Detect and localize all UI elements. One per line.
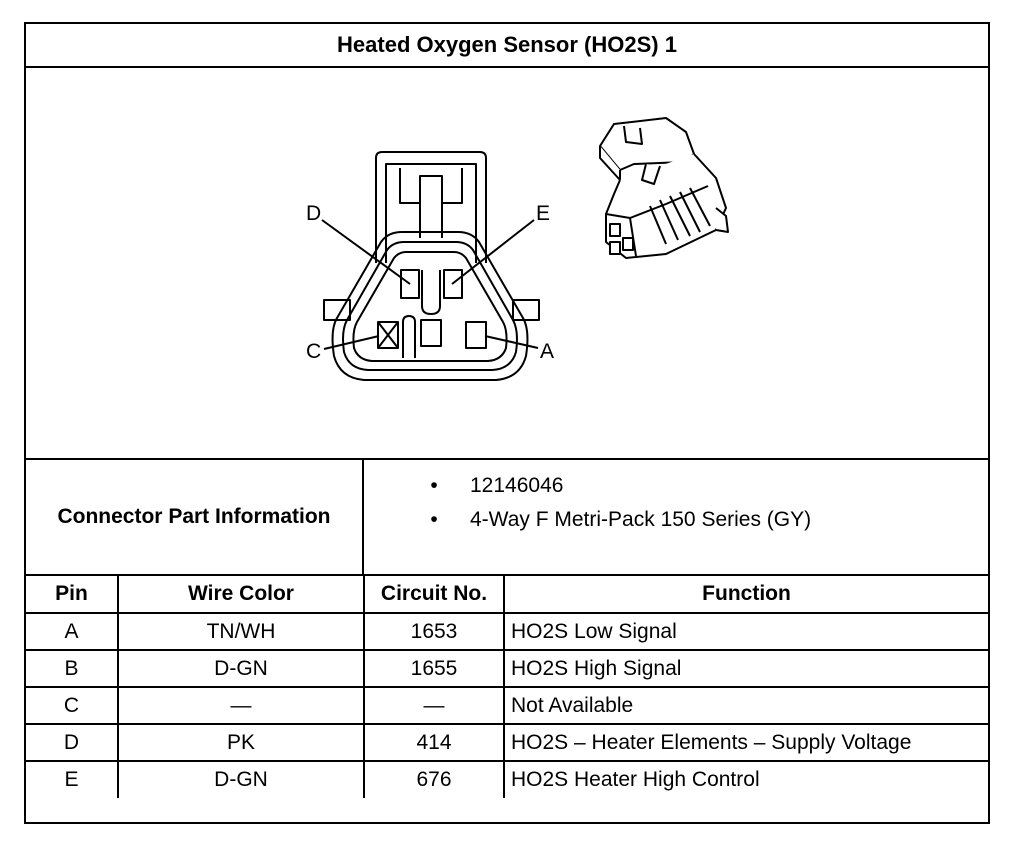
wire-color-cell: D-GN (117, 760, 365, 798)
wire-color-cell: PK (117, 723, 365, 762)
circuit-cell: 1653 (363, 612, 505, 651)
connector-description: 4-Way F Metri-Pack 150 Series (GY) (470, 508, 812, 531)
header-circuit-no: Circuit No. (363, 576, 505, 614)
table-row: A TN/WH 1653 HO2S Low Signal (26, 612, 988, 651)
header-function: Function (503, 576, 988, 614)
connector-part-info: Connector Part Information • 12146046 • … (26, 460, 988, 576)
wire-color-cell: D-GN (117, 649, 365, 688)
function-cell: HO2S – Heater Elements – Supply Voltage (503, 723, 988, 762)
circuit-cell: 676 (363, 760, 505, 798)
table-row: B D-GN 1655 HO2S High Signal (26, 649, 988, 688)
bullet-icon: • (430, 474, 438, 497)
table-row: D PK 414 HO2S – Heater Elements – Supply… (26, 723, 988, 762)
function-cell: HO2S Low Signal (503, 612, 988, 651)
connector-info-label: Connector Part Information (26, 460, 364, 574)
connector-3d-icon (599, 117, 729, 259)
connector-info-sheet: Heated Oxygen Sensor (HO2S) 1 (24, 22, 990, 824)
connector-diagram-area: D E C A (26, 68, 988, 460)
pin-cell: D (26, 723, 119, 762)
part-number: 12146046 (470, 474, 564, 497)
circuit-cell: 414 (363, 723, 505, 762)
pin-label-d: D (306, 202, 321, 225)
pin-cell: B (26, 649, 119, 688)
function-cell: HO2S Heater High Control (503, 760, 988, 798)
bullet-icon: • (430, 508, 438, 531)
leader-line-a (484, 335, 539, 349)
connector-diagram: D E C A (306, 117, 729, 381)
pin-cell: E (26, 760, 119, 798)
table-row: C — — Not Available (26, 686, 988, 725)
pin-label-e: E (536, 202, 550, 225)
table-row: E D-GN 676 HO2S Heater High Control (26, 760, 988, 798)
circuit-cell: 1655 (363, 649, 505, 688)
pin-label-a: A (540, 340, 554, 363)
circuit-cell: — (363, 686, 505, 725)
connector-latch (375, 151, 487, 263)
header-wire-color: Wire Color (117, 576, 365, 614)
sheet-title: Heated Oxygen Sensor (HO2S) 1 (26, 24, 988, 68)
pin-table: Pin Wire Color Circuit No. Function A TN… (26, 576, 988, 798)
function-cell: HO2S High Signal (503, 649, 988, 688)
wire-color-cell: — (117, 686, 365, 725)
leader-line-d (321, 219, 411, 285)
pin-cell: C (26, 686, 119, 725)
pin-cell: A (26, 612, 119, 651)
wire-color-cell: TN/WH (117, 612, 365, 651)
connector-body (331, 231, 529, 381)
header-pin: Pin (26, 576, 119, 614)
pin-table-header: Pin Wire Color Circuit No. Function (26, 576, 988, 614)
pin-label-c: C (306, 340, 321, 363)
leader-line-c (323, 335, 380, 350)
function-cell: Not Available (503, 686, 988, 725)
connector-info-list: • 12146046 • 4-Way F Metri-Pack 150 Seri… (364, 460, 988, 574)
leader-line-e (451, 219, 535, 285)
